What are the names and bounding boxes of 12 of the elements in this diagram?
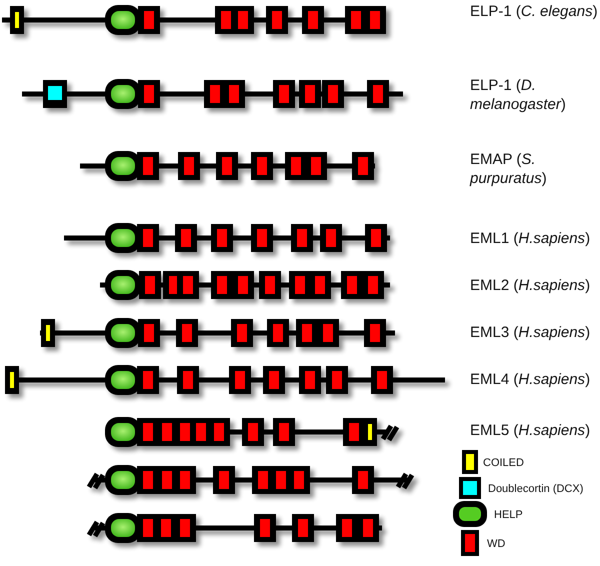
legend-label: COILED [483,457,524,469]
protein-name: EML5 (H.sapiens) [470,421,592,440]
protein-name: EMAP (S. purpuratus) [470,150,548,188]
legend-label: WD [487,538,506,550]
protein-name: EML4 (H.sapiens) [470,370,592,389]
protein-name: EML2 (H.sapiens) [470,276,592,295]
legend-label: Doublecortin (DCX) [488,483,584,495]
protein-name: EML3 (H.sapiens) [470,323,592,342]
protein-name: ELP-1 (D. melanogaster) [470,76,567,114]
protein-name: EML1 (H.sapiens) [470,229,592,248]
legend-label: HELP [494,509,523,521]
protein-name: ELP-1 (C. elegans) [470,2,599,21]
